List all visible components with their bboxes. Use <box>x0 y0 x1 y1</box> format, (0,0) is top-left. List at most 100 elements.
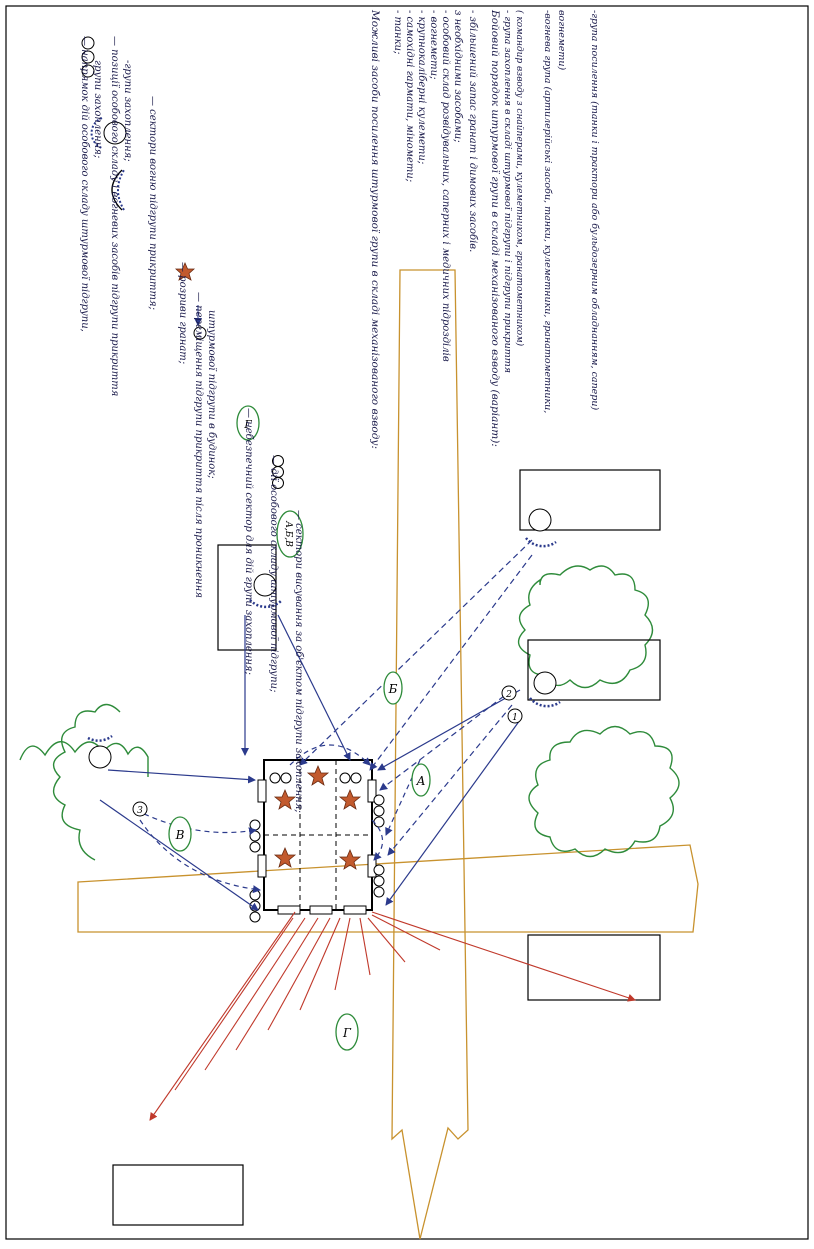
grenade-burst-star <box>338 788 362 810</box>
cover-position-circle <box>88 745 112 769</box>
zone-g-label: Г <box>342 1026 352 1040</box>
window <box>257 854 267 878</box>
soldier-circle <box>373 875 385 887</box>
soldier-circle <box>373 816 385 828</box>
movement-arrows <box>99 539 533 911</box>
zone-v-label: В <box>175 828 185 842</box>
legend-icon-numbered-circles <box>81 36 95 78</box>
cover-position-circle <box>533 671 557 695</box>
hatch-line <box>235 917 319 1051</box>
legend-icon-safe-sector: Г <box>236 405 260 441</box>
marker-3-label: 3 <box>137 806 143 816</box>
grenade-bursts <box>273 764 362 870</box>
grenade-burst-star <box>306 764 330 786</box>
hatch-line <box>267 917 331 1031</box>
bush-right-lower <box>528 725 680 858</box>
order-item-2: ( командир взводу з снайперами, кулеметн… <box>514 10 525 347</box>
hatch-line <box>204 917 306 1071</box>
window <box>277 905 301 915</box>
reinforcement-item-4: - вогнемети; <box>428 10 439 79</box>
legend-icon-star <box>174 261 196 281</box>
building-4 <box>527 934 661 1001</box>
move-arrow <box>387 704 513 856</box>
order-item-3: -вогнева група (артилерійські засоби, та… <box>542 10 553 413</box>
building-3 <box>527 639 661 701</box>
hatch-line <box>334 917 351 991</box>
vegetation <box>19 565 680 861</box>
zone-a-oval <box>411 763 431 797</box>
legend-item-2-line-2: -групи захоплення; <box>122 60 133 162</box>
hatch-line <box>367 917 406 963</box>
page-frame <box>5 5 809 1240</box>
cover-fire-arc <box>529 697 561 708</box>
legend-icon-position-circle <box>90 117 127 149</box>
target-building <box>257 759 377 915</box>
soldier-circle <box>339 772 351 784</box>
grenade-burst-star <box>338 848 362 870</box>
fire-sector-arrow <box>377 689 521 771</box>
legend-item-8-line-1: — сектори висування за об'єктом підгрупи… <box>293 510 304 813</box>
window <box>343 905 367 915</box>
grenade-burst-star <box>273 788 297 810</box>
building-5 <box>112 1164 244 1226</box>
legend-text-block: — напрямок дій особового складу штурмово… <box>79 9 600 813</box>
zone-g-oval <box>335 1013 359 1051</box>
assault-subgroup-soldiers <box>249 772 385 923</box>
legend-icon-arrow-circle <box>193 305 207 340</box>
legend-icons: Г А,Б,В <box>81 36 304 558</box>
zone-b-label: Б <box>388 682 398 696</box>
cover-fire-arc <box>525 537 557 548</box>
sector-edge <box>371 911 636 1002</box>
bush-right-upper <box>517 565 654 689</box>
legend-item-3-line-1: — сектори вогню підгрупи прикриття; <box>147 96 158 310</box>
soldier-circle <box>350 772 362 784</box>
fire-sector-arrow <box>277 614 351 761</box>
window <box>309 905 333 915</box>
zone-labels: Б А В Г <box>168 671 431 1051</box>
marker-3 <box>132 801 148 817</box>
legend-item-1-line-2: групи захоплення; <box>92 60 103 158</box>
reinforcement-item-6: з необхідними засобами; <box>452 10 463 143</box>
legend-icon-fire-sectors <box>111 169 125 211</box>
zone-b-oval <box>383 671 403 705</box>
fire-sector-arrow <box>99 799 259 911</box>
cover-positions <box>87 508 561 769</box>
move-arrow <box>135 809 257 836</box>
hatch-line <box>359 917 371 976</box>
hatch-line <box>174 917 294 1091</box>
move-arrow <box>299 539 533 766</box>
soldier-circle <box>373 794 385 806</box>
move-arrow <box>369 554 533 771</box>
zone-v-oval <box>168 816 192 852</box>
reinforcement-item-3: - крупнокаліберні кулемети; <box>416 10 427 164</box>
danger-fire-sector <box>149 911 636 1121</box>
marker-2 <box>501 685 517 701</box>
reinforcement-item-7: - збільшений запас гранат і димових засо… <box>467 10 478 252</box>
legend-icon-safe-sector-text: Г <box>243 418 252 431</box>
soldier-circle <box>249 911 261 923</box>
move-arrow <box>289 744 371 766</box>
hatch-line <box>299 917 341 1011</box>
legend-item-5-line-2: штурмової підгрупи в будинок; <box>206 310 217 479</box>
legend-item-5-line-1: — переміщення підгрупи прикриття після п… <box>193 292 204 598</box>
building-2 <box>519 469 661 531</box>
move-arrow <box>379 689 513 791</box>
legend-icon-sectors-abv: А,Б,В <box>276 510 304 558</box>
fire-sector-arrow <box>107 769 256 784</box>
soldier-circle <box>373 886 385 898</box>
legend-icon-sectors-abv-text: А,Б,В <box>283 520 293 547</box>
cover-fire-arc <box>87 734 113 742</box>
soldier-circle <box>373 805 385 817</box>
legend-item-1-line-1: — напрямок дій особового складу штурмово… <box>79 36 90 332</box>
legend-item-7-line-1: — дії особового складу штурмової підгруп… <box>268 455 279 692</box>
soldier-circle <box>249 889 261 901</box>
grenade-burst-star <box>273 846 297 868</box>
sector-edge <box>149 911 296 1121</box>
buildings <box>112 469 661 1226</box>
numbered-markers: 1 2 3 <box>132 685 523 817</box>
window <box>257 779 267 803</box>
marker-1-label: 1 <box>512 713 518 723</box>
soldier-circle <box>249 830 261 842</box>
window <box>367 854 377 878</box>
zone-a-label: А <box>415 774 425 788</box>
